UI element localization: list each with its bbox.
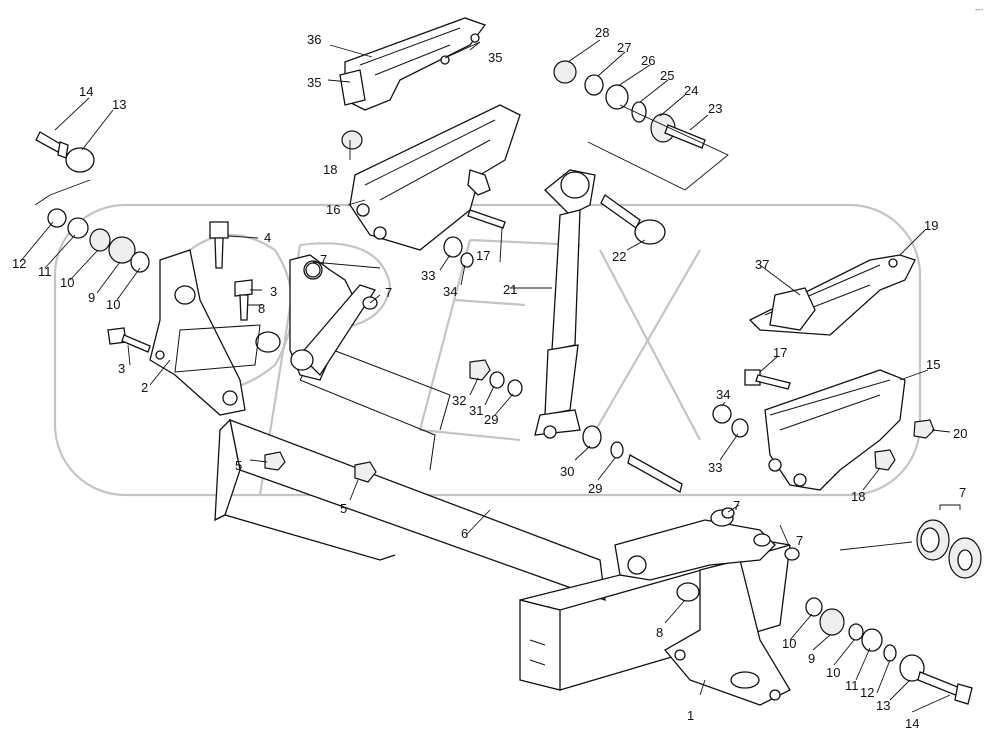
nuts-18-20 [874,419,935,471]
callout-35: 35 [488,50,502,65]
shock-absorber-21 [534,169,596,439]
callout-18: 18 [851,489,865,504]
callout-33: 33 [708,460,722,475]
callout-19: 19 [924,218,938,233]
callout-5: 5 [340,501,347,516]
callout-14: 14 [905,716,919,731]
callout-10: 10 [106,297,120,312]
nuts-5 [264,451,377,483]
callout-labels: 1 2 3 3 4 5 5 6 7 7 7 7 7 8 8 9 9 10 10 … [12,25,967,731]
callout-9: 9 [88,290,95,305]
callout-26: 26 [641,53,655,68]
callout-8: 8 [656,625,663,640]
callout-20: 20 [953,426,967,441]
bolts-left [107,221,281,373]
callout-17: 17 [476,248,490,263]
bushing-assembly-7 [839,504,982,579]
callout-24: 24 [684,83,698,98]
bracket-part-16 [341,104,521,251]
bracket-part-2 [149,249,246,416]
lower-shock-hardware [469,359,683,493]
callout-36: 36 [307,32,321,47]
corner-mark: --- [975,5,983,14]
callout-35: 35 [307,75,321,90]
callout-2: 2 [141,380,148,395]
callout-10: 10 [826,665,840,680]
callout-14: 14 [79,84,93,99]
crossmember-part-6 [214,344,606,601]
callout-7: 7 [320,252,327,267]
callout-31: 31 [469,403,483,418]
callout-15: 15 [926,357,940,372]
callout-30: 30 [560,464,574,479]
callout-23: 23 [708,101,722,116]
callout-16: 16 [326,202,340,217]
callout-34: 34 [716,387,730,402]
callout-29: 29 [588,481,602,496]
callout-10: 10 [782,636,796,651]
callout-22: 22 [612,249,626,264]
callout-7: 7 [733,498,740,513]
callout-18: 18 [323,162,337,177]
hinge-plate-36 [339,17,487,111]
callout-3: 3 [270,284,277,299]
fastener-stack-upper-right [553,60,729,191]
callout-17: 17 [773,345,787,360]
fastener-stack-right [805,597,973,705]
upper-bolt-washers [443,209,506,268]
callout-37: 37 [755,257,769,272]
bracket-part-15 [764,369,906,491]
left-plate [289,254,378,381]
bracket-part-1 [664,559,791,706]
callout-9: 9 [808,651,815,666]
callout-3: 3 [118,361,125,376]
leader-lines [19,39,951,713]
washer-8-right [676,582,700,602]
pin-22 [600,194,666,245]
callout-34: 34 [443,284,457,299]
fastener-stack-left [34,131,150,273]
callout-11: 11 [845,678,859,693]
callout-33: 33 [421,268,435,283]
callout-12: 12 [860,685,874,700]
callout-21: 21 [503,282,517,297]
callout-11: 11 [38,264,52,279]
callout-7: 7 [385,285,392,300]
callout-32: 32 [452,393,466,408]
callout-12: 12 [12,256,26,271]
callout-8: 8 [258,301,265,316]
callout-27: 27 [617,40,631,55]
hinge-plate-19 [748,254,916,336]
callout-10: 10 [60,275,74,290]
callout-5: 5 [235,458,242,473]
callout-7: 7 [796,533,803,548]
watermark-logo [53,203,922,497]
right-lever-arm [614,509,776,581]
right-bolt-washers [712,369,791,438]
callout-1: 1 [687,708,694,723]
callout-29: 29 [484,412,498,427]
callout-13: 13 [876,698,890,713]
callout-7: 7 [959,485,966,500]
callout-6: 6 [461,526,468,541]
callout-13: 13 [112,97,126,112]
callout-28: 28 [595,25,609,40]
callout-25: 25 [660,68,674,83]
callout-4: 4 [264,230,271,245]
